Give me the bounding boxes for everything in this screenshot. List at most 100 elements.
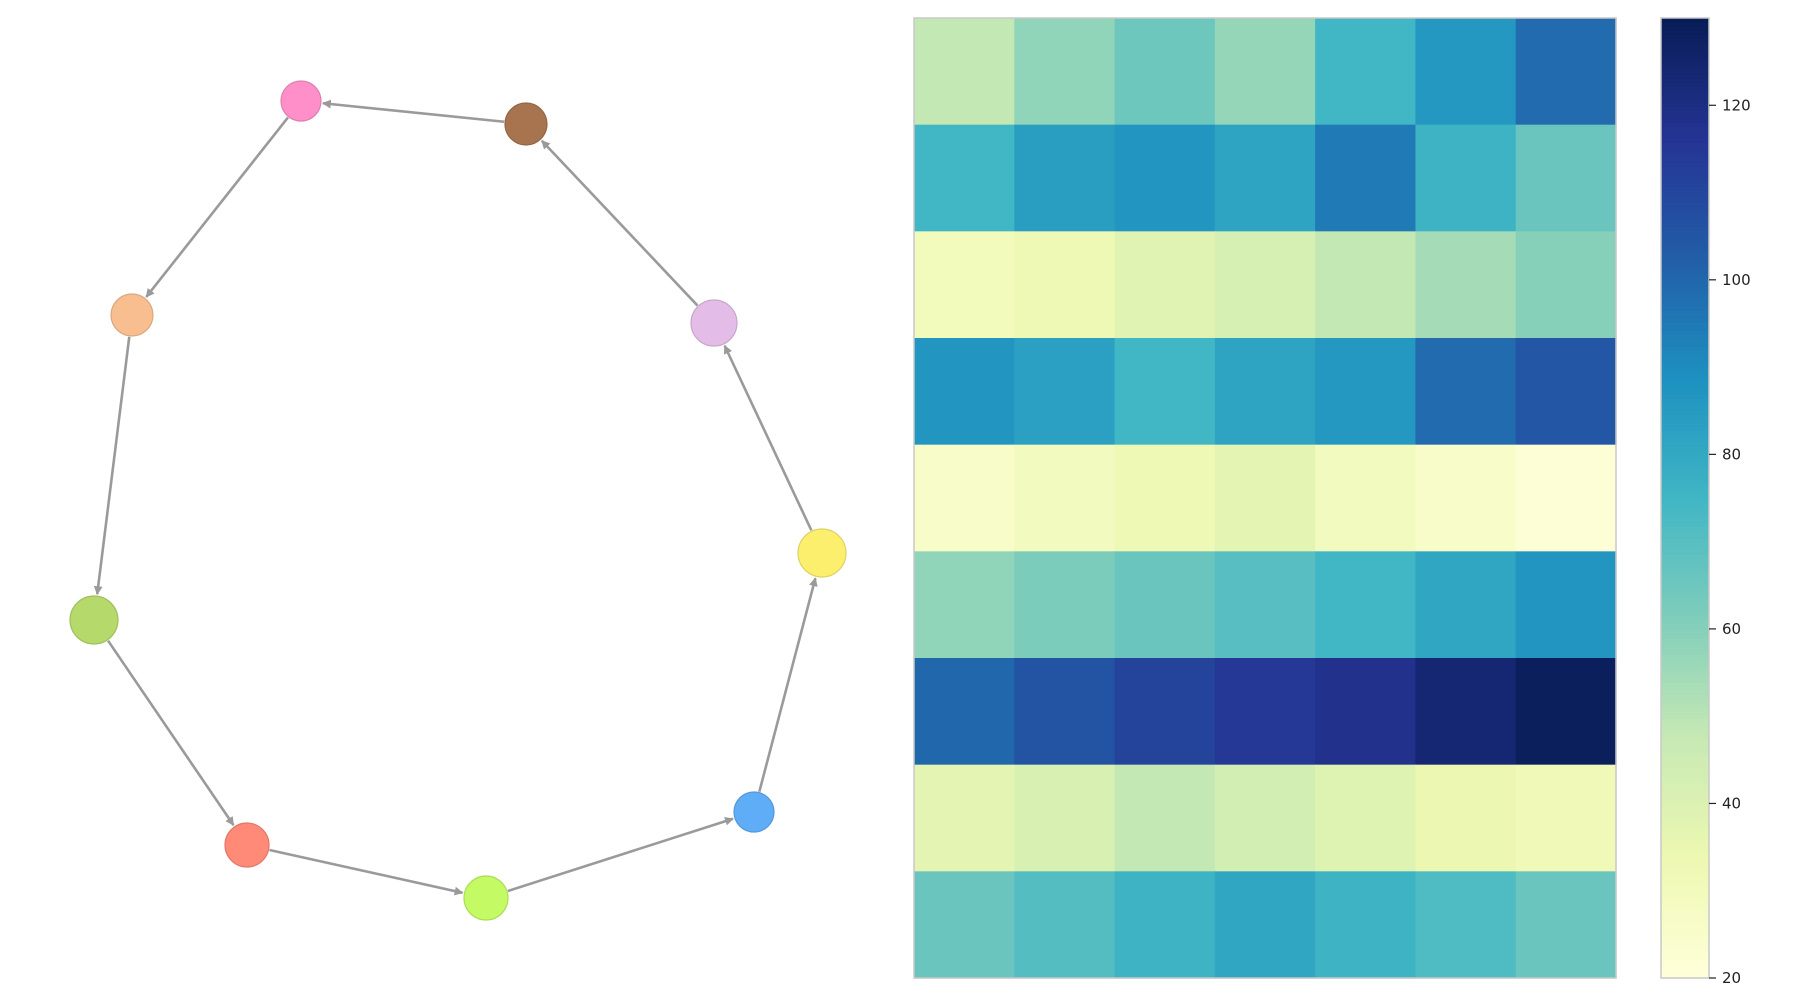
colorbar-strip	[1661, 718, 1709, 723]
heatmap-cell-r4-c1	[1014, 444, 1116, 552]
colorbar-strip	[1661, 838, 1709, 843]
colorbar-strip	[1661, 974, 1709, 979]
colorbar-strip	[1661, 590, 1709, 595]
colorbar-strip	[1661, 82, 1709, 87]
colorbar-strip	[1661, 266, 1709, 271]
colorbar-strip	[1661, 966, 1709, 971]
colorbar-strip	[1661, 398, 1709, 403]
edge-n1-n3	[145, 116, 290, 298]
colorbar-strip	[1661, 918, 1709, 923]
colorbar-strip	[1661, 226, 1709, 231]
colorbar-strip	[1661, 486, 1709, 491]
colorbar-strip	[1661, 426, 1709, 431]
colorbar-strip	[1661, 362, 1709, 367]
colorbar-strip	[1661, 134, 1709, 139]
colorbar-strip	[1661, 358, 1709, 363]
colorbar-strip	[1661, 774, 1709, 779]
node-n4	[690, 299, 738, 347]
colorbar-strip	[1661, 906, 1709, 911]
colorbar-strip	[1661, 30, 1709, 35]
colorbar-strip	[1661, 638, 1709, 643]
colorbar-strip	[1661, 854, 1709, 859]
colorbar-strip	[1661, 902, 1709, 907]
colorbar-strip	[1661, 138, 1709, 143]
heatmap-cell-r7-c6	[1515, 764, 1617, 872]
colorbar-strip	[1661, 366, 1709, 371]
colorbar-strip	[1661, 94, 1709, 99]
colorbar-strip	[1661, 962, 1709, 967]
heatmap-cell-r7-c1	[1014, 764, 1116, 872]
colorbar-strip	[1661, 814, 1709, 819]
colorbar-strip	[1661, 598, 1709, 603]
colorbar-strip	[1661, 834, 1709, 839]
colorbar-strip	[1661, 490, 1709, 495]
heatmap	[913, 17, 1617, 979]
colorbar-strip	[1661, 570, 1709, 575]
colorbar-strip	[1661, 254, 1709, 259]
colorbar-strip	[1661, 202, 1709, 207]
colorbar-strip	[1661, 502, 1709, 507]
heatmap-cell-r6-c2	[1114, 658, 1216, 766]
colorbar-strip	[1661, 458, 1709, 463]
colorbar-strip	[1661, 662, 1709, 667]
colorbar-strip	[1661, 162, 1709, 167]
heatmap-cell-r0-c3	[1214, 18, 1316, 126]
colorbar-strip	[1661, 246, 1709, 251]
colorbar-strip	[1661, 166, 1709, 171]
colorbar-strip	[1661, 642, 1709, 647]
heatmap-cell-r5-c0	[914, 551, 1015, 659]
heatmap-cell-r3-c0	[914, 338, 1015, 446]
colorbar-strip	[1661, 114, 1709, 119]
colorbar-strip	[1661, 522, 1709, 527]
heatmap-cell-r4-c5	[1415, 444, 1517, 552]
heatmap-cell-r2-c4	[1315, 231, 1417, 339]
colorbar-strip	[1661, 886, 1709, 891]
colorbar-strip	[1661, 686, 1709, 691]
colorbar-strip	[1661, 922, 1709, 927]
network-nodes	[69, 80, 847, 921]
heatmap-cell-r0-c5	[1415, 18, 1517, 126]
colorbar-strip	[1661, 18, 1709, 23]
colorbar-strip	[1661, 282, 1709, 287]
colorbar-strip	[1661, 98, 1709, 103]
colorbar-strip	[1661, 318, 1709, 323]
colorbar-strip	[1661, 710, 1709, 715]
heatmap-cell-r5-c3	[1214, 551, 1316, 659]
colorbar-strip	[1661, 846, 1709, 851]
colorbar-strip	[1661, 630, 1709, 635]
colorbar-strip	[1661, 602, 1709, 607]
heatmap-cell-r8-c6	[1515, 871, 1617, 979]
colorbar-strip	[1661, 646, 1709, 651]
heatmap-cell-r0-c1	[1014, 18, 1116, 126]
colorbar-strip	[1661, 218, 1709, 223]
heatmap-cell-r3-c5	[1415, 338, 1517, 446]
node-n7	[224, 822, 270, 868]
colorbar-strip	[1661, 914, 1709, 919]
colorbar-strip	[1661, 682, 1709, 687]
colorbar-strip	[1661, 706, 1709, 711]
colorbar-strip	[1661, 830, 1709, 835]
colorbar-strip	[1661, 38, 1709, 43]
colorbar-strip	[1661, 722, 1709, 727]
colorbar-strip	[1661, 78, 1709, 83]
colorbar-strip	[1661, 882, 1709, 887]
heatmap-cell-r6-c3	[1214, 658, 1316, 766]
colorbar-tick-label: 40	[1722, 794, 1741, 812]
colorbar-strip	[1661, 714, 1709, 719]
colorbar-strip	[1661, 270, 1709, 275]
colorbar-strip	[1661, 130, 1709, 135]
heatmap-cell-r8-c0	[914, 871, 1015, 979]
colorbar-strip	[1661, 262, 1709, 267]
colorbar-strip	[1661, 666, 1709, 671]
colorbar-strip	[1661, 334, 1709, 339]
colorbar-strip	[1661, 826, 1709, 831]
heatmap-cell-r5-c2	[1114, 551, 1216, 659]
colorbar-strip	[1661, 290, 1709, 295]
colorbar-strip	[1661, 970, 1709, 975]
colorbar-strip	[1661, 950, 1709, 955]
colorbar-strip	[1661, 702, 1709, 707]
colorbar-strip	[1661, 594, 1709, 599]
colorbar-strip	[1661, 46, 1709, 51]
colorbar-strip	[1661, 822, 1709, 827]
heatmap-cell-r7-c4	[1315, 764, 1417, 872]
